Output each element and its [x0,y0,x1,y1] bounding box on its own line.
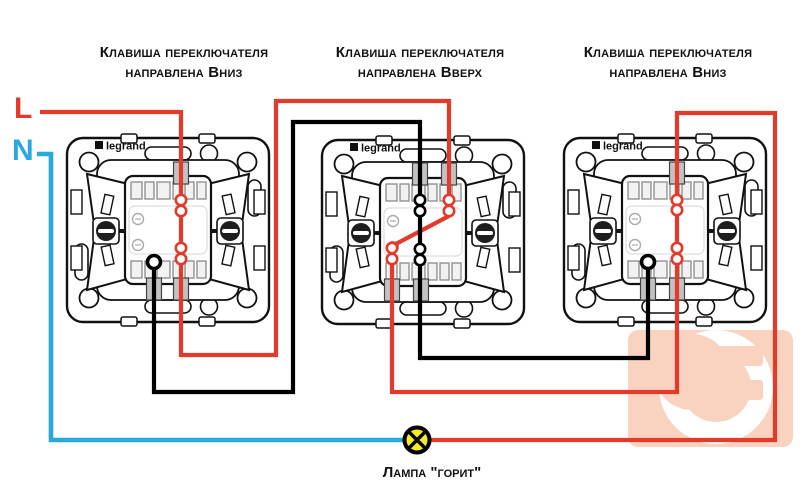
caption-line: Клавиша переключателя [335,44,505,61]
lamp-caption: Лампа "горит" [382,464,482,481]
caption-line: направлена Вниз [125,64,243,81]
neutral-terminal-label: N [12,134,34,167]
caption-line: направлена Вверх [357,64,483,81]
svg-text:legrand: legrand [361,143,401,155]
caption-switch-right: Клавиша переключателя направлена Вниз [557,43,779,83]
neutral-wire [37,151,403,443]
caption-line: Клавиша переключателя [99,44,269,61]
site-watermark-logo [628,330,793,447]
lamp-symbol [402,425,432,455]
legrand-logo: legrand legrand legrand [95,141,643,155]
svg-text:legrand: legrand [603,141,643,153]
caption-switch-left: Клавиша переключателя направлена Вниз [73,43,295,83]
traveler-wire [151,119,651,395]
switch-terminals [145,193,684,271]
switch-device-left [65,132,271,328]
phase-wire-to-lamp [389,110,778,443]
svg-text:legrand: legrand [106,141,146,153]
line-terminal-label: L [14,92,33,125]
phase-wire-feed [40,98,452,358]
caption-line: Клавиша переключателя [583,44,753,61]
caption-line: направлена Вниз [609,64,727,81]
switch-device-right [562,132,768,328]
caption-switch-middle: Клавиша переключателя направлена Вверх [309,43,531,83]
